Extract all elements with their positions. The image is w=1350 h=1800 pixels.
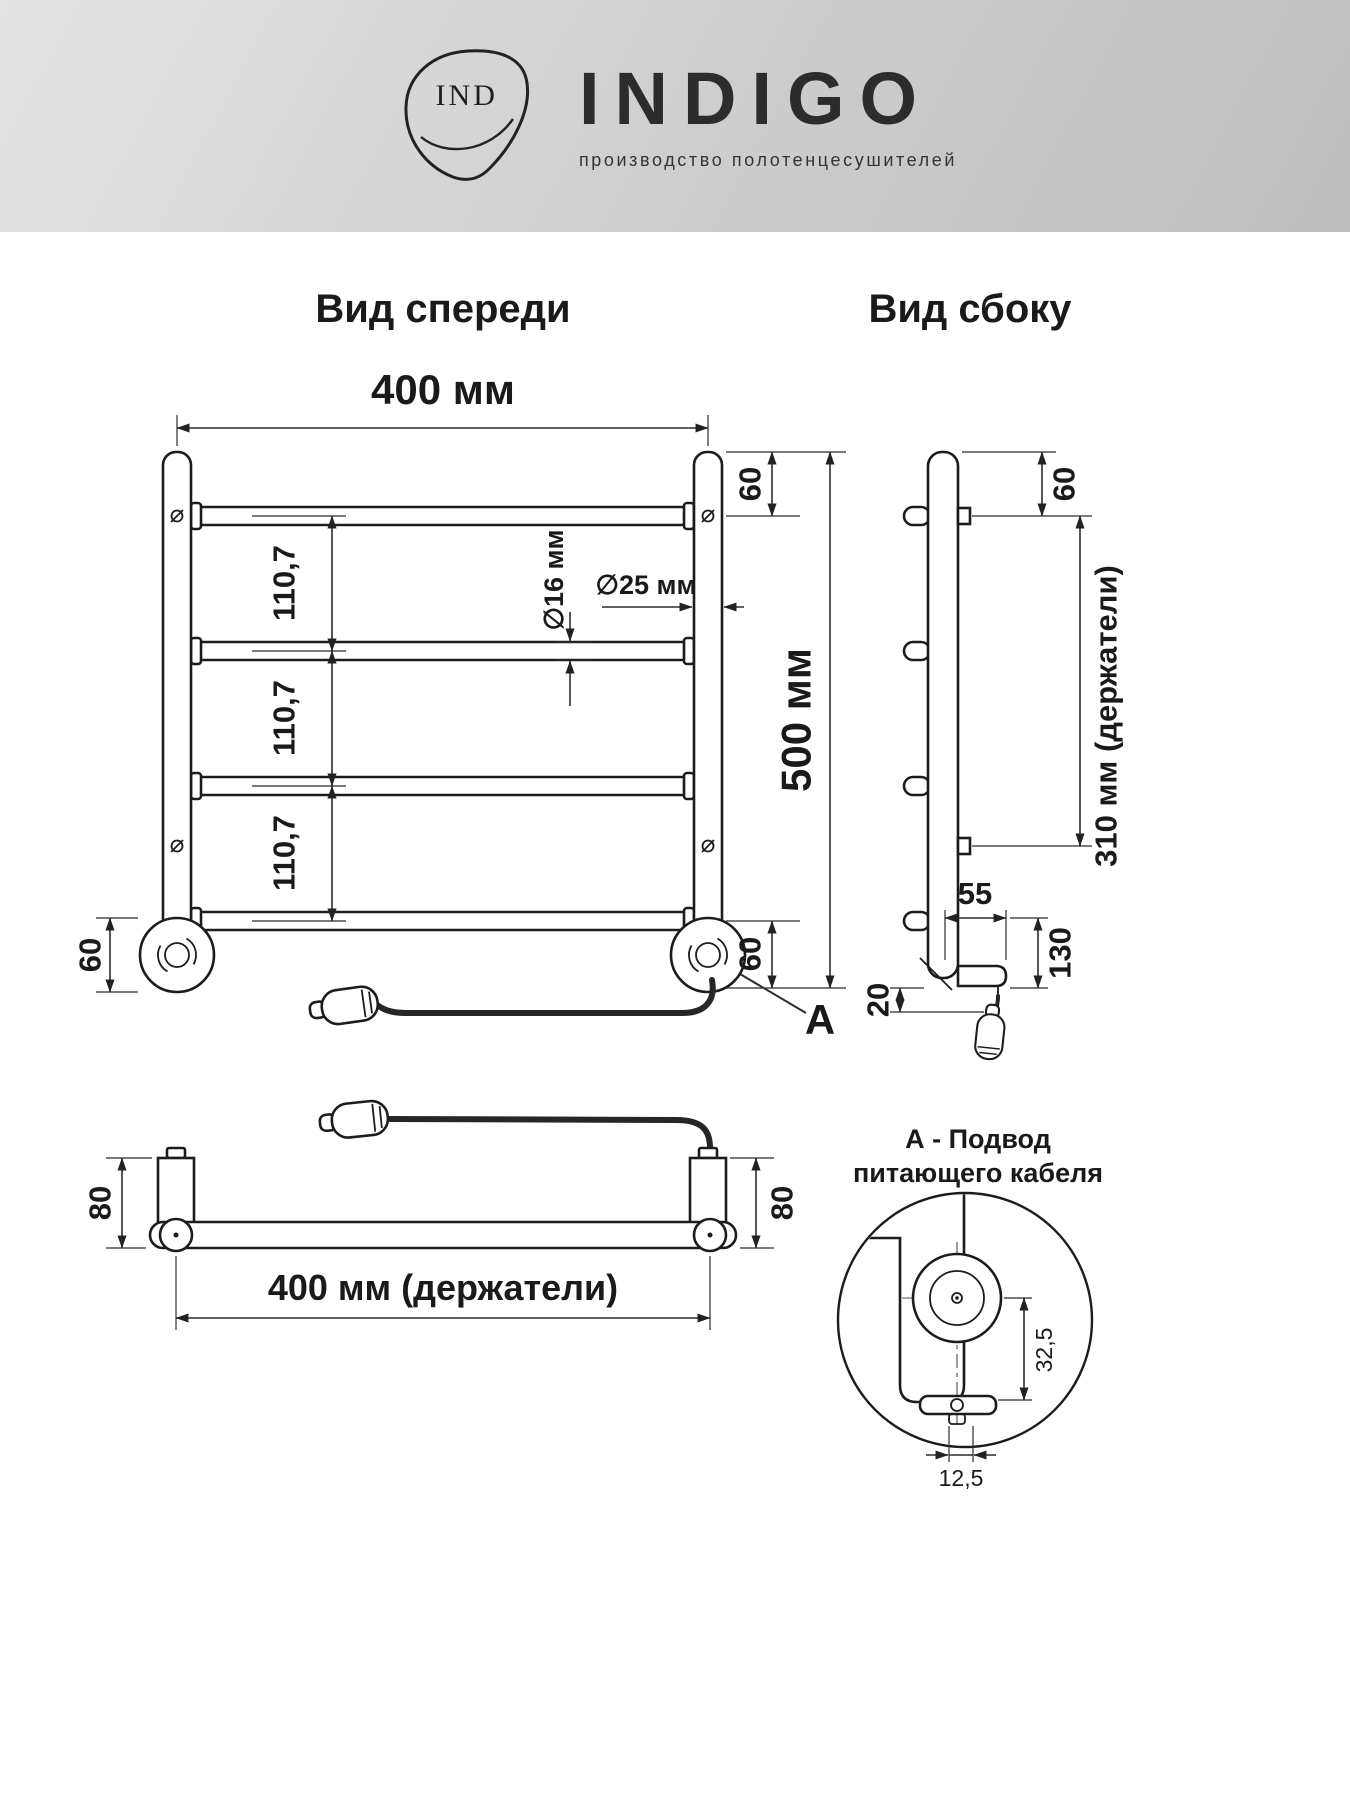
right-post	[692, 450, 724, 974]
logo-monogram: IND	[435, 79, 498, 112]
front-tube-diameter-dim: ∅16 мм	[539, 530, 569, 631]
brand-logo-shape	[404, 49, 530, 181]
detail-a-drawing: А - Подвод питающего кабеля 32,5 12,5	[836, 1124, 1103, 1491]
bottom-bracket-height-left-dim: 80	[83, 1186, 118, 1220]
front-view-title: Вид спереди	[315, 287, 570, 331]
brand-logo: IND	[393, 41, 543, 191]
post-end-left-center	[173, 1232, 179, 1238]
side-chamfer-line	[919, 957, 953, 991]
left-post	[161, 450, 193, 974]
front-width-dim: 400 мм	[371, 366, 515, 413]
side-foot-height-dim: 130	[1043, 927, 1078, 979]
holder-block-right	[688, 1146, 728, 1228]
side-view-drawing: 60 310 мм (держатели) 55 130 20	[861, 450, 1124, 1061]
detail-a-leader	[739, 973, 807, 1014]
bottom-rail-bar	[148, 1220, 738, 1250]
side-post	[926, 450, 960, 980]
side-foot-depth-dim: 55	[958, 876, 992, 911]
brand-subtitle: производство полотенцесушителей	[578, 149, 958, 170]
front-post-diameter-dim: ∅25 мм	[596, 570, 697, 600]
header: IND INDIGO производство полотенцесушител…	[0, 0, 1350, 232]
mounting-bracket-right	[669, 916, 747, 994]
side-rail-stubs	[902, 505, 932, 932]
logo-inner-curve	[420, 118, 514, 151]
front-detail-a-label: A	[805, 996, 835, 1043]
detail-a-vertical-dim: 32,5	[1031, 1328, 1057, 1373]
front-bottom-offset-dim: 60	[733, 937, 768, 971]
detail-a-bracket	[856, 1194, 1012, 1425]
brand-name: INDIGO	[578, 56, 933, 140]
front-top-offset-dim: 60	[733, 467, 768, 501]
logo-outline	[404, 49, 530, 181]
side-cable-drop-dim: 20	[861, 983, 896, 1017]
front-view-drawing: 400 мм 60 500 мм 60 60 110,7 110,7 110,7	[73, 366, 846, 1043]
power-plug	[308, 985, 380, 1026]
side-holders-span-dim: 310 мм (держатели)	[1089, 565, 1124, 867]
post-screws	[170, 509, 715, 853]
bottom-bracket-height-right-dim: 80	[765, 1186, 800, 1220]
wall-holder-tabs	[956, 506, 972, 856]
side-top-offset-dim: 60	[1047, 467, 1082, 501]
detail-a-caption-line2: питающего кабеля	[853, 1158, 1103, 1188]
front-bracket-height-dim: 60	[73, 938, 108, 972]
detail-a-caption-line1: А - Подвод	[905, 1124, 1051, 1154]
power-cable	[373, 977, 716, 1016]
side-foot	[956, 964, 1008, 988]
post-end-right-center	[707, 1232, 713, 1238]
front-rail-gap-dim-3: 110,7	[267, 815, 302, 891]
holder-block-left	[156, 1146, 196, 1228]
front-rail-gap-dim-2: 110,7	[267, 680, 302, 756]
detail-a-horizontal-dim: 12,5	[939, 1465, 984, 1491]
brand-text-block: INDIGO производство полотенцесушителей	[578, 56, 958, 171]
bottom-holders-width-dim: 400 мм (держатели)	[268, 1267, 618, 1308]
bottom-power-cable	[385, 1116, 713, 1165]
bottom-power-plug	[318, 1099, 390, 1139]
towel-rails	[187, 501, 698, 936]
front-rail-gap-dim-1: 110,7	[267, 545, 302, 621]
side-view-title: Вид сбоку	[868, 287, 1072, 331]
bottom-view-drawing: 80 80 400 мм (держатели)	[83, 1099, 800, 1330]
mounting-bracket-left	[138, 916, 216, 994]
side-power-plug	[974, 1003, 1006, 1061]
front-height-dim: 500 мм	[773, 648, 820, 792]
